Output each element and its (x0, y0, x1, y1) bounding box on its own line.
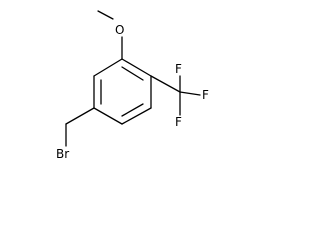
double-bond-inner-bottom (121, 103, 144, 117)
molecule-structure: O F F F Br (56, 10, 209, 161)
bond-ring-ch2 (65, 107, 95, 125)
bond-ring-c4-c5 (93, 107, 123, 125)
bromine-label: Br (56, 147, 69, 161)
fluorine-label-top: F (175, 62, 182, 76)
bond-ring-c6-c1 (93, 58, 123, 77)
bond-ring-c1-c2 (121, 58, 152, 77)
fluorine-label-bottom: F (175, 115, 182, 129)
bond-methyl-oxygen (97, 10, 114, 20)
bond-ring-c3-c4 (121, 107, 152, 125)
double-bond-inner-top (121, 66, 144, 81)
bond-c-f-right (179, 91, 201, 96)
oxygen-label: O (115, 23, 124, 37)
fluorine-label-right: F (202, 88, 209, 102)
bond-ring-cf3 (150, 75, 181, 93)
